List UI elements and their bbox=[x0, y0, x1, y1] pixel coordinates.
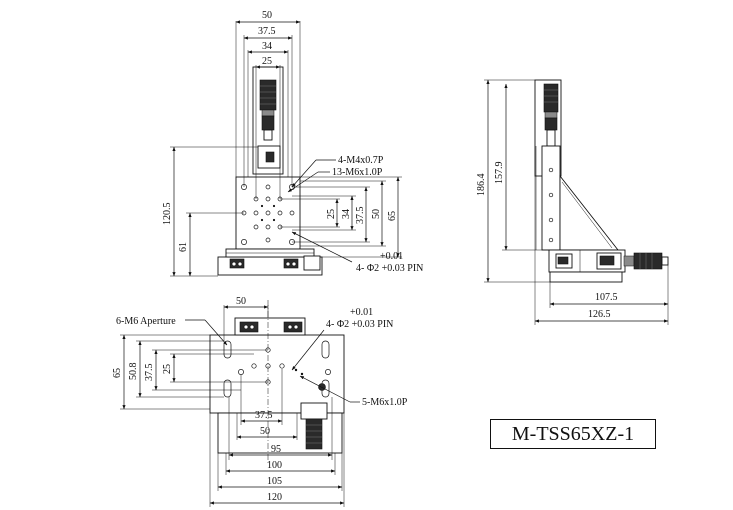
front-dim-50: 50 bbox=[262, 10, 272, 21]
top-dim-b-120: 120 bbox=[267, 492, 282, 503]
side-micrometer-x bbox=[633, 252, 663, 270]
front-dim-25: 25 bbox=[262, 56, 272, 67]
top-dim-50-8: 50.8 bbox=[128, 363, 139, 381]
top-dim-b-100: 100 bbox=[267, 460, 282, 471]
front-pin-label: 4- Φ2 +0.03 PIN bbox=[356, 263, 423, 274]
top-dim-50: 50 bbox=[236, 296, 246, 307]
top-pin-label: 4- Φ2 +0.03 PIN bbox=[326, 319, 393, 330]
side-dim-157-9: 157.9 bbox=[494, 162, 505, 185]
front-dim-120-5: 120.5 bbox=[162, 203, 173, 226]
front-dim-50v: 50 bbox=[371, 209, 382, 219]
side-micrometer bbox=[543, 83, 559, 113]
front-dim-25v: 25 bbox=[326, 209, 337, 219]
callout-m6: 13-M6x1.0P bbox=[332, 167, 383, 178]
top-view: 50 6-M6 Aperture +0.01 4- Φ2 +0.03 PIN 6… bbox=[112, 296, 408, 507]
top-dim-b-37-5: 37.5 bbox=[255, 410, 273, 421]
front-pin-tol: +0.01 bbox=[380, 251, 403, 262]
front-dim-37-5: 37.5 bbox=[258, 26, 276, 37]
side-view: 186.4 157.9 107.5 126.5 bbox=[476, 79, 669, 325]
top-dim-b-105: 105 bbox=[267, 476, 282, 487]
top-dim-65: 65 bbox=[112, 368, 123, 378]
top-dim-b-95: 95 bbox=[271, 444, 281, 455]
front-dim-61: 61 bbox=[178, 242, 189, 252]
front-dim-34v: 34 bbox=[341, 209, 352, 219]
front-view: 50 37.5 34 25 120.5 61 25 34 37.5 bbox=[162, 10, 423, 277]
top-dim-37-5: 37.5 bbox=[144, 364, 155, 382]
model-label: M-TSS65XZ-1 bbox=[490, 419, 656, 449]
micrometer-knob bbox=[259, 79, 277, 111]
top-dim-b-50: 50 bbox=[260, 426, 270, 437]
callout-m4: 4-M4x0.7P bbox=[338, 155, 384, 166]
aperture-label: 6-M6 Aperture bbox=[116, 316, 176, 327]
side-dim-186-4: 186.4 bbox=[476, 174, 487, 197]
front-dim-34: 34 bbox=[262, 41, 272, 52]
top-dim-25: 25 bbox=[162, 364, 173, 374]
side-dim-126-5: 126.5 bbox=[588, 309, 611, 320]
front-dim-65v: 65 bbox=[387, 211, 398, 221]
top-pin-tol: +0.01 bbox=[350, 307, 373, 318]
thread-label: 5-M6x1.0P bbox=[362, 397, 408, 408]
front-dim-37-5v: 37.5 bbox=[355, 207, 366, 225]
side-dim-107-5: 107.5 bbox=[595, 292, 618, 303]
top-micrometer bbox=[305, 418, 323, 450]
